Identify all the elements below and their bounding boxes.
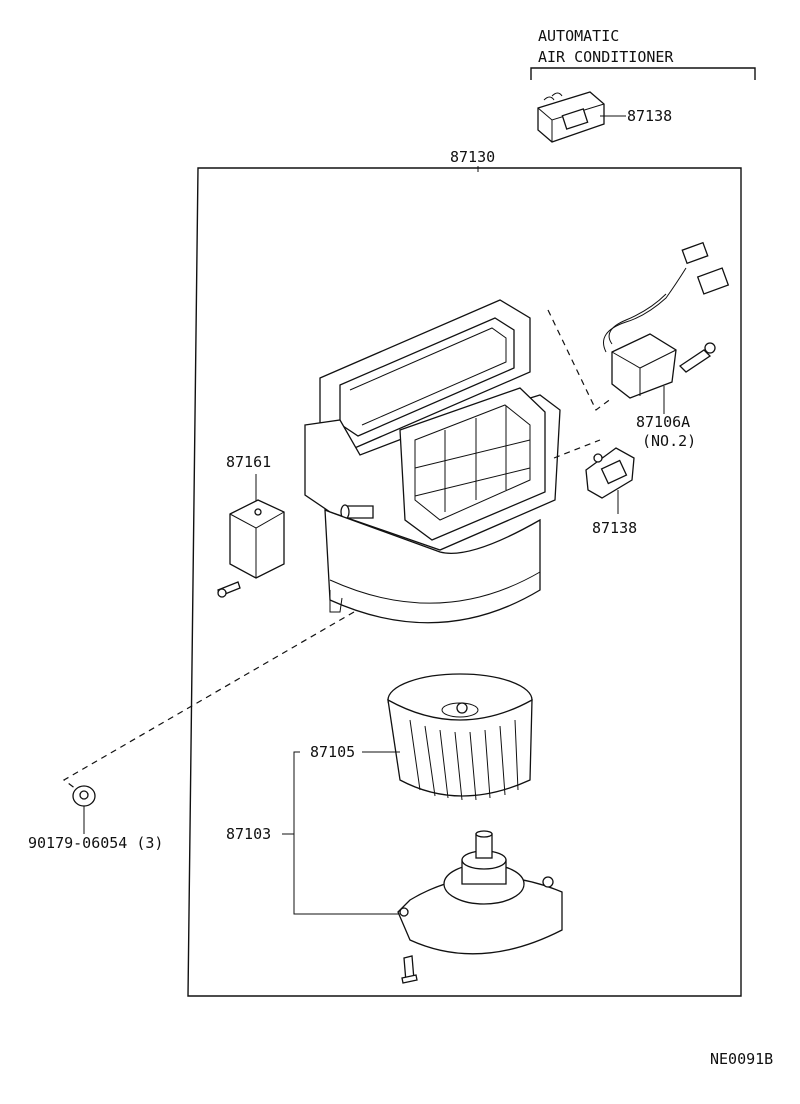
label-87106a: 87106A [636, 413, 690, 431]
header-automatic: AUTOMATIC [538, 27, 619, 45]
label-87138-mid: 87138 [592, 519, 637, 537]
label-nut: 90179-06054 (3) [28, 834, 163, 852]
fan-87105 [387, 673, 533, 801]
dash-87138 [553, 439, 601, 459]
assembly-frame [187, 167, 742, 997]
resistor-auto-ac [537, 91, 605, 143]
motor-87103 [397, 830, 563, 955]
bracket-87103 [293, 751, 400, 915]
header-air-conditioner: AIR CONDITIONER [538, 48, 674, 66]
resistor-87138 [585, 447, 635, 499]
dash-nut [62, 611, 355, 793]
label-87138-top: 87138 [627, 107, 672, 125]
relay-87161 [229, 499, 285, 579]
screw-icon-motor [401, 955, 418, 984]
blower-housing [304, 299, 561, 624]
label-87106a-note: (NO.2) [642, 432, 696, 450]
header-bracket [530, 67, 756, 80]
label-87130: 87130 [450, 148, 495, 166]
label-87105: 87105 [310, 743, 355, 761]
label-87161: 87161 [226, 453, 271, 471]
figure-code: NE0091B [710, 1050, 773, 1068]
screw-icon [217, 581, 241, 598]
amplifier-87106a [603, 241, 730, 399]
nut-icon [72, 785, 96, 807]
label-87103: 87103 [226, 825, 271, 843]
dash-87106a [547, 309, 613, 411]
